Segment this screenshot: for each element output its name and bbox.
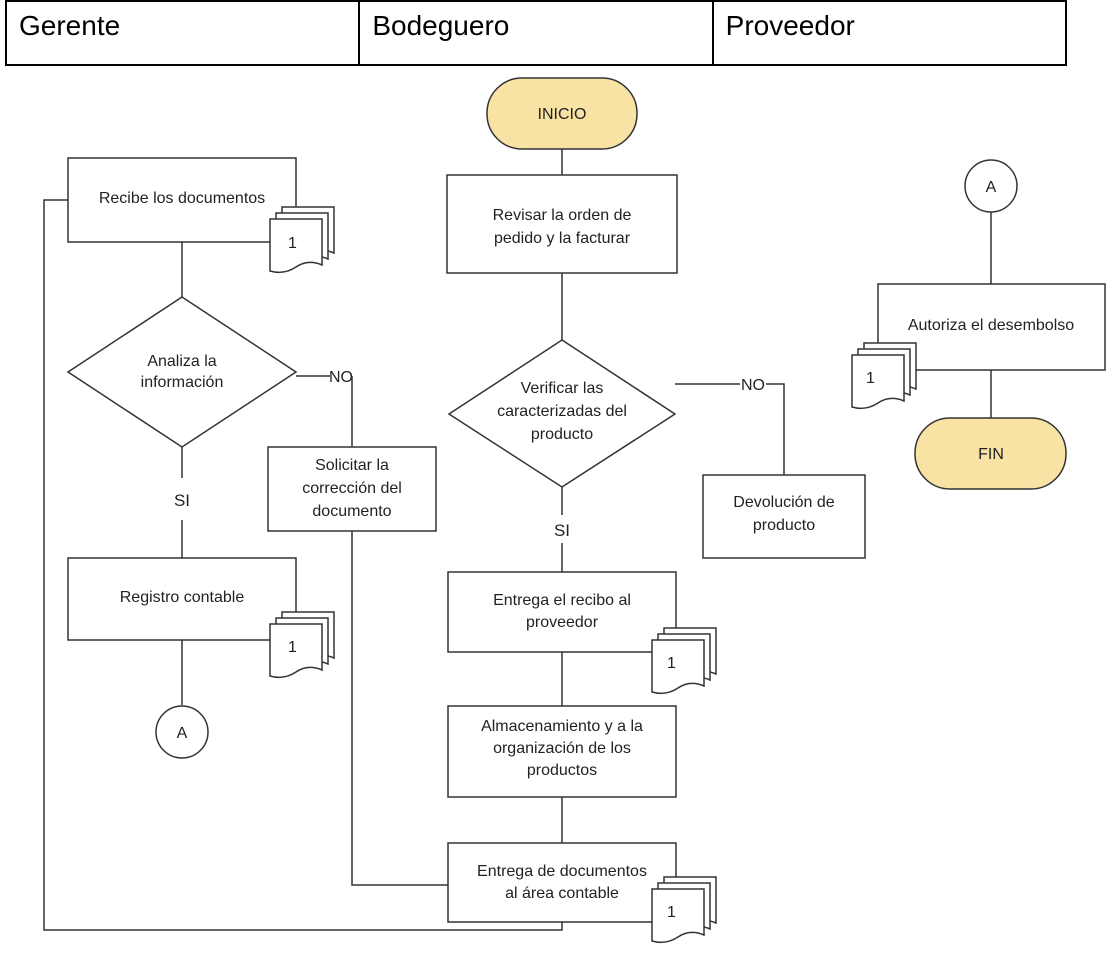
process-almacenamiento-label-1: Almacenamiento y a la bbox=[481, 718, 643, 735]
process-solicitar-label-1: Solicitar la bbox=[315, 457, 389, 474]
doc-ref-recibe: 1 bbox=[288, 235, 297, 252]
edge-label-si-1: SI bbox=[174, 491, 190, 510]
process-registro-label: Registro contable bbox=[120, 589, 245, 606]
process-almacenamiento-label-2: organización de los bbox=[493, 740, 631, 757]
process-almacenamiento-label-3: productos bbox=[527, 762, 597, 779]
doc-ref-registro: 1 bbox=[288, 639, 297, 656]
start-terminal bbox=[486, 77, 638, 150]
connector-a-proveedor bbox=[964, 159, 1018, 213]
decision-analiza bbox=[66, 296, 298, 448]
flow-lines bbox=[43, 149, 992, 931]
connector-a-gerente bbox=[155, 705, 209, 759]
lane-gerente: Gerente bbox=[4, 0, 361, 66]
lane-bodeguero: Bodeguero bbox=[358, 0, 714, 66]
process-solicitar-label-2: corrección del bbox=[302, 480, 402, 497]
process-revisar bbox=[446, 174, 678, 274]
connector-a-proveedor-label: A bbox=[986, 179, 997, 196]
process-recibe bbox=[67, 157, 297, 243]
swimlane-header: Gerente Bodeguero Proveedor bbox=[4, 0, 1068, 66]
process-almacenamiento bbox=[447, 705, 677, 798]
process-solicitar bbox=[267, 446, 437, 532]
decision-analiza-label-1: Analiza la bbox=[147, 353, 216, 370]
process-recibe-label: Recibe los documentos bbox=[99, 190, 265, 207]
decision-verificar-label-1: Verificar las bbox=[521, 380, 604, 397]
process-entrega-docs-label-2: al área contable bbox=[505, 885, 619, 902]
process-devolucion-label-1: Devolución de bbox=[733, 494, 835, 511]
process-revisar-label-2: pedido y la facturar bbox=[494, 230, 631, 247]
connector-a-gerente-label: A bbox=[177, 725, 188, 742]
start-label: INICIO bbox=[538, 106, 587, 123]
process-entrega-recibo-label-1: Entrega el recibo al bbox=[493, 592, 631, 609]
doc-ref-entrega-docs: 1 bbox=[667, 904, 676, 921]
process-autoriza-label: Autoriza el desembolso bbox=[908, 317, 1074, 334]
process-entrega-docs bbox=[447, 842, 677, 923]
edge-label-no-2: NO bbox=[741, 377, 765, 394]
end-terminal bbox=[914, 417, 1067, 490]
process-entrega-recibo-label-2: proveedor bbox=[526, 614, 599, 631]
edge-label-si-2: SI bbox=[554, 521, 570, 540]
lane-proveedor: Proveedor bbox=[711, 0, 1068, 66]
process-devolucion bbox=[702, 474, 866, 559]
edge-label-no-1: NO bbox=[329, 369, 353, 386]
doc-ref-entrega-recibo: 1 bbox=[667, 655, 676, 672]
decision-verificar-label-2: caracterizadas del bbox=[497, 403, 627, 420]
decision-verificar-label-3: producto bbox=[531, 426, 593, 443]
decision-verificar bbox=[447, 339, 677, 488]
process-entrega-docs-label-1: Entrega de documentos bbox=[477, 863, 647, 880]
process-entrega-recibo bbox=[447, 571, 677, 653]
process-solicitar-label-3: documento bbox=[312, 503, 391, 520]
process-registro bbox=[67, 557, 297, 641]
process-revisar-label-1: Revisar la orden de bbox=[493, 207, 632, 224]
process-devolucion-label-2: producto bbox=[753, 517, 815, 534]
end-label: FIN bbox=[978, 446, 1004, 463]
doc-ref-autoriza: 1 bbox=[866, 370, 875, 387]
decision-analiza-label-2: información bbox=[141, 374, 224, 391]
